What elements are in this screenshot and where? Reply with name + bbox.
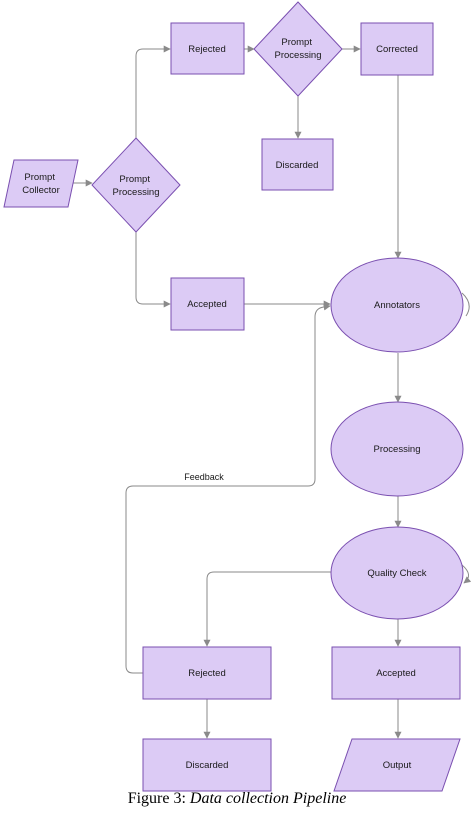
rejected-top-node [170,22,245,75]
processing-label: Processing [374,444,421,455]
discarded-top-node [261,138,334,191]
prompt-processing-node-1 [91,137,181,233]
quality-check-node [330,526,464,620]
corrected-label: Corrected [376,44,418,55]
discarded-top-label: Discarded [276,160,319,171]
edge-feedback-to-annotators [125,303,331,674]
discarded-bottom-label: Discarded [186,760,229,771]
rejected-bottom-label: Rejected [188,668,226,679]
processing-node [330,401,464,497]
annotators-node [330,257,464,353]
edge-label-feedback: Feedback [184,472,224,482]
edge-annotators-self-loop [461,292,470,317]
annotators-label: Annotators [374,300,420,311]
accepted-bottom-node [331,646,461,700]
prompt-processing-node-2 [253,1,343,97]
caption-prefix: Figure 3: [127,790,190,807]
edge-quality-check-to-rejected [203,571,332,647]
accepted-top-node [170,277,245,331]
prompt-processing-1-label: Prompt Processing [113,174,160,198]
rejected-bottom-node [142,646,272,700]
edge-processing-to-accepted [135,232,171,308]
figure-caption: Figure 3: Data collection Pipeline [0,790,474,808]
output-node [333,738,461,792]
discarded-bottom-node [142,738,272,792]
edge-processing-to-rejected [135,45,171,138]
quality-check-label: Quality Check [367,568,426,579]
accepted-top-label: Accepted [187,299,227,310]
accepted-bottom-label: Accepted [376,668,416,679]
output-label: Output [383,760,412,771]
edge-quality-check-self-loop [461,564,472,584]
rejected-top-label: Rejected [188,44,226,55]
caption-title: Data collection Pipeline [189,790,347,807]
prompt-processing-2-label: Prompt Processing [275,37,322,61]
corrected-node [360,22,434,76]
prompt-collector-label: Prompt Collector [22,172,60,196]
prompt-collector-node [3,159,79,208]
